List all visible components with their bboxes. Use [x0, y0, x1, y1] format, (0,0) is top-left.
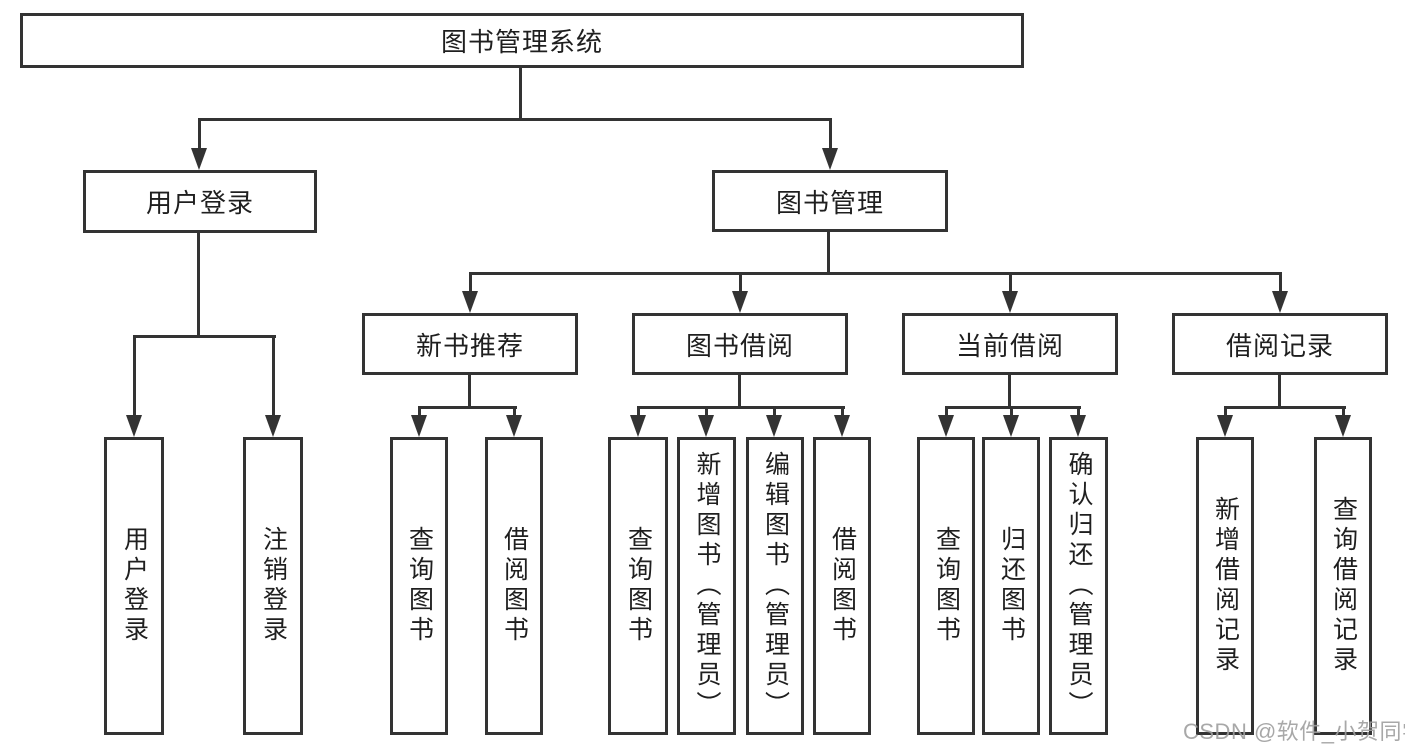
arrow-down-icon [698, 415, 714, 437]
leaf-query-books-recommend: 查询图书 [390, 437, 448, 735]
arrow-stem [1010, 406, 1013, 419]
arrow-down-icon [630, 415, 646, 437]
arrow-down-icon [506, 415, 522, 437]
connector-line [738, 375, 741, 408]
node-borrowing-records: 借阅记录 [1172, 313, 1388, 375]
arrow-down-icon [265, 415, 281, 437]
arrow-stem [1342, 406, 1345, 419]
arrow-down-icon [1002, 291, 1018, 313]
arrow-stem [841, 406, 844, 419]
arrow-stem [418, 406, 421, 419]
connector-line [519, 68, 522, 120]
connector-line [134, 335, 276, 338]
connector-line [1008, 375, 1011, 408]
leaf-borrow-books: 借阅图书 [813, 437, 871, 735]
connector-line [638, 406, 845, 409]
leaf-query-borrow-record: 查询借阅记录 [1314, 437, 1372, 735]
arrow-stem [705, 406, 708, 419]
leaf-add-borrow-record: 新增借阅记录 [1196, 437, 1254, 735]
connector-line [468, 375, 471, 408]
leaf-add-books-admin: 新增图书（管理员） [677, 437, 736, 735]
leaf-return-books: 归还图书 [982, 437, 1040, 735]
arrow-stem [1077, 406, 1080, 419]
connector-line [470, 272, 1282, 275]
arrow-stem [1279, 272, 1282, 295]
arrow-stem [829, 118, 832, 152]
node-book-management: 图书管理 [712, 170, 948, 232]
connector-line [946, 406, 1081, 409]
leaf-query-books-current: 查询图书 [917, 437, 975, 735]
arrow-stem [739, 272, 742, 295]
arrow-down-icon [938, 415, 954, 437]
arrow-stem [1009, 272, 1012, 295]
arrow-stem [513, 406, 516, 419]
connector-line [1225, 406, 1346, 409]
arrow-stem [773, 406, 776, 419]
arrow-down-icon [1003, 415, 1019, 437]
arrow-down-icon [732, 291, 748, 313]
csdn-watermark: CSDN @软件_小贺同学 [1183, 719, 1405, 744]
arrow-down-icon [822, 148, 838, 170]
arrow-down-icon [766, 415, 782, 437]
leaf-query-books-borrow: 查询图书 [608, 437, 668, 735]
arrow-down-icon [462, 291, 478, 313]
connector-line [419, 406, 517, 409]
node-library-management-system: 图书管理系统 [20, 13, 1024, 68]
arrow-down-icon [191, 148, 207, 170]
leaf-edit-books-admin: 编辑图书（管理员） [746, 437, 804, 735]
connector-line [197, 233, 200, 337]
arrow-stem [198, 118, 201, 152]
arrow-down-icon [834, 415, 850, 437]
arrow-stem [469, 272, 472, 295]
leaf-user-login: 用户登录 [104, 437, 164, 735]
leaf-borrow-books-recommend: 借阅图书 [485, 437, 543, 735]
arrow-down-icon [1272, 291, 1288, 313]
arrow-stem [637, 406, 640, 419]
arrow-stem [945, 406, 948, 419]
leaf-logout: 注销登录 [243, 437, 303, 735]
arrow-down-icon [126, 415, 142, 437]
arrow-down-icon [411, 415, 427, 437]
node-new-book-recommendation: 新书推荐 [362, 313, 578, 375]
leaf-confirm-return-admin: 确认归还（管理员） [1049, 437, 1108, 735]
arrow-down-icon [1070, 415, 1086, 437]
connector-line [827, 232, 830, 274]
arrow-stem [272, 335, 275, 419]
arrow-down-icon [1217, 415, 1233, 437]
node-user-login: 用户登录 [83, 170, 317, 233]
arrow-stem [1224, 406, 1227, 419]
connector-line [199, 118, 831, 121]
arrow-stem [133, 335, 136, 419]
node-current-borrowing: 当前借阅 [902, 313, 1118, 375]
arrow-down-icon [1335, 415, 1351, 437]
connector-line [1278, 375, 1281, 408]
node-book-borrowing: 图书借阅 [632, 313, 848, 375]
